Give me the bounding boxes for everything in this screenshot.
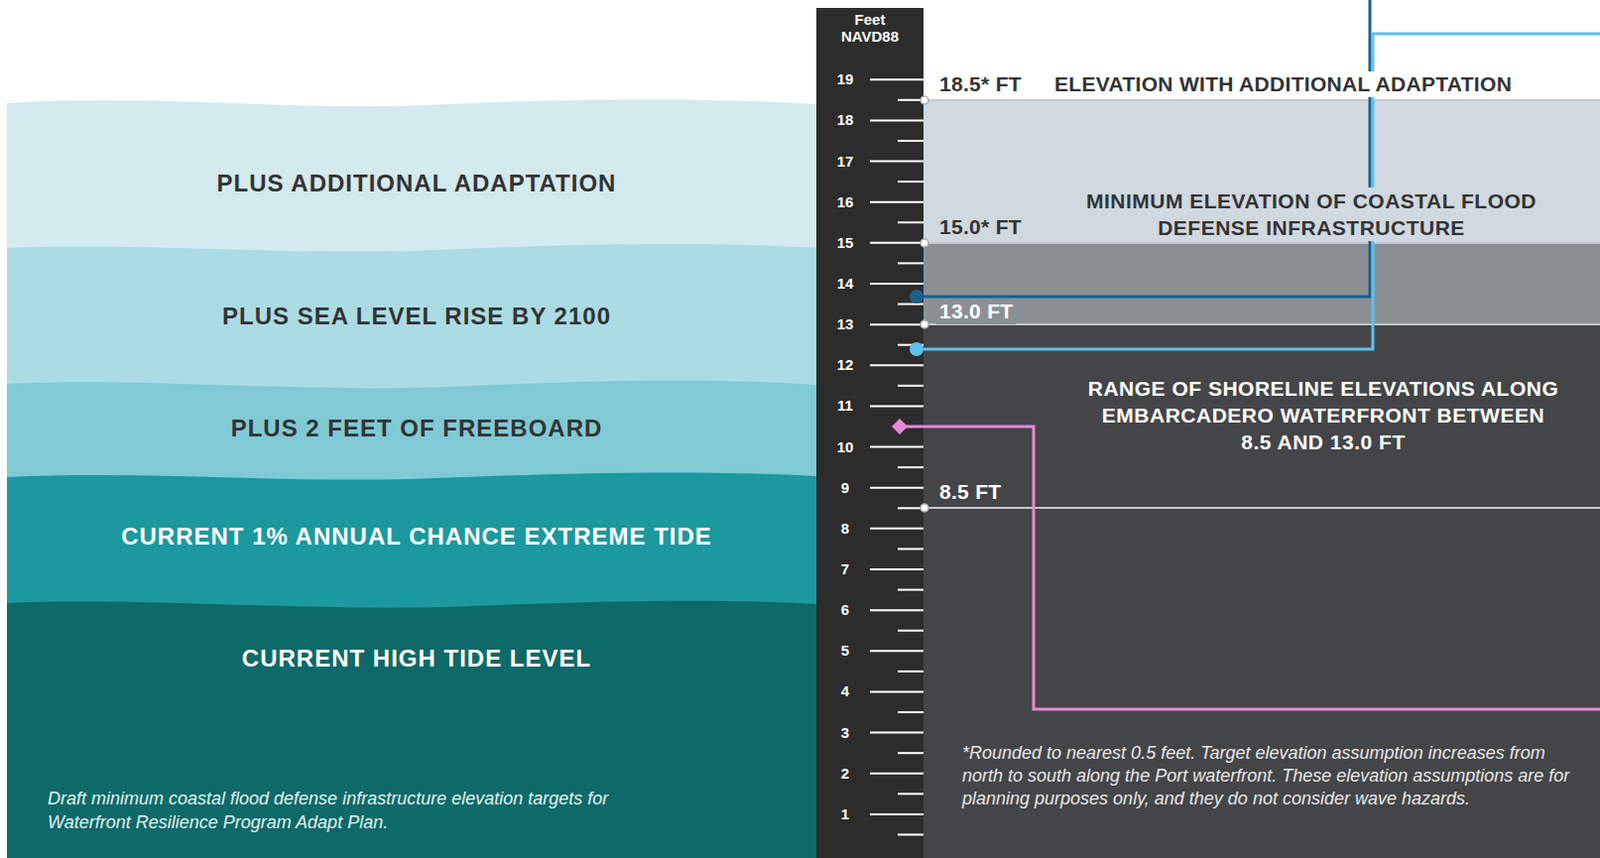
ruler-tick — [897, 221, 924, 224]
elevation-zone: RANGE OF SHORELINE ELEVATIONS ALONG EMBA… — [1085, 374, 1562, 456]
ruler-tick — [869, 649, 924, 652]
ruler-tick — [869, 201, 924, 204]
ruler-tick — [869, 732, 924, 735]
ruler-tick — [897, 384, 924, 387]
wave-band — [6, 244, 817, 858]
freeboard-zone — [923, 243, 1600, 325]
elevation-value: 15.0* FT — [936, 214, 1025, 241]
ruler-tick — [869, 487, 924, 490]
ruler-tick — [869, 527, 924, 530]
ruler-tick — [869, 446, 924, 449]
band-label: PLUS SEA LEVEL RISE BY 2100 — [24, 301, 809, 332]
ruler-tick — [869, 160, 924, 163]
ruler-tick — [897, 180, 924, 183]
callout-diamond — [891, 418, 908, 435]
ruler-tick — [897, 670, 924, 673]
elevation-zone: MINIMUM ELEVATION OF COASTAL FLOOD DEFEN… — [1028, 187, 1595, 242]
ruler-tick — [897, 139, 924, 142]
axis-number: 1 — [841, 805, 850, 824]
axis-number: 14 — [837, 274, 855, 293]
elevation-value: 8.5 FT — [936, 479, 1004, 505]
ruler-tick — [869, 242, 924, 245]
callout-dot — [909, 342, 924, 357]
ruler-tick — [897, 303, 924, 306]
water-band: CURRENT HIGH TIDE LEVEL — [24, 643, 809, 674]
axis-number: 9 — [841, 479, 850, 497]
wave-band — [6, 380, 817, 858]
ruler-tick — [897, 751, 924, 754]
axis-number: 13 — [837, 315, 855, 334]
water-band: PLUS SEA LEVEL RISE BY 2100 — [24, 301, 809, 332]
ruler-tick — [869, 282, 924, 285]
wave-band — [6, 472, 817, 858]
band-label: CURRENT HIGH TIDE LEVEL — [24, 643, 809, 674]
ruler-tick — [869, 690, 924, 693]
wave-band — [6, 99, 817, 858]
ruler-tick — [869, 404, 924, 407]
axis-number: 12 — [837, 356, 855, 374]
wave-band — [6, 601, 817, 858]
callout-line — [916, 33, 1600, 350]
axis-number: 2 — [841, 764, 850, 783]
callout-line — [899, 426, 1600, 710]
band-label: RANGE OF SHORELINE ELEVATIONS ALONG EMBA… — [1085, 374, 1562, 456]
elevation-value: 13.0 FT — [936, 298, 1016, 325]
ruler-tick — [869, 78, 924, 81]
ruler-ticks — [869, 79, 924, 835]
callout-dot — [909, 289, 924, 304]
elevation-value: 18.5* FT — [936, 71, 1025, 98]
axis-number: 10 — [837, 438, 855, 457]
ruler-tick — [897, 466, 924, 469]
level-lines — [924, 100, 1600, 508]
ruler-tick — [897, 589, 924, 592]
axis-number: 6 — [841, 601, 850, 619]
axis-number: 16 — [837, 193, 855, 212]
ruler-tick — [897, 629, 924, 632]
band-label: MINIMUM ELEVATION OF COASTAL FLOOD DEFEN… — [1028, 187, 1595, 242]
axis-number: 19 — [837, 70, 855, 89]
callout-line — [916, 0, 1370, 297]
axis-number: 4 — [841, 682, 850, 701]
ruler-tick — [897, 792, 924, 795]
elevation-title: ELEVATION WITH ADDITIONAL ADAPTATION — [1051, 71, 1515, 98]
band-label: PLUS ADDITIONAL ADAPTATION — [24, 168, 809, 199]
footnote: *Rounded to nearest 0.5 feet. Target ele… — [962, 741, 1573, 811]
axis-number: 5 — [841, 641, 850, 660]
water-band: PLUS 2 FEET OF FREEBOARD — [24, 413, 809, 444]
level-dots — [920, 96, 929, 512]
axis-number: 7 — [841, 560, 850, 579]
ruler-tick — [897, 506, 924, 509]
ruler-tick — [869, 119, 924, 122]
axis-number: 3 — [841, 724, 850, 742]
axis-number: 15 — [837, 234, 855, 252]
band-label: PLUS 2 FEET OF FREEBOARD — [24, 413, 809, 444]
axis-number: 18 — [837, 111, 855, 129]
ruler-tick — [869, 813, 924, 816]
axis-unit: Feet NAVD88 — [833, 10, 907, 45]
ruler-tick — [897, 711, 924, 714]
ruler-tick — [897, 547, 924, 550]
ruler-tick — [869, 568, 924, 571]
shoreline-zone — [923, 324, 1600, 858]
ruler-tick — [897, 261, 924, 264]
ruler-tick — [869, 772, 924, 775]
ruler-tick — [869, 609, 924, 612]
water-band: PLUS ADDITIONAL ADAPTATION — [24, 168, 809, 199]
axis-number: 8 — [841, 519, 850, 538]
axis-number: 11 — [837, 396, 854, 415]
adaptation-zone — [923, 100, 1600, 244]
ruler-tick — [869, 364, 924, 367]
ruler-tick — [897, 833, 924, 836]
axis-number: 17 — [837, 152, 855, 171]
ruler-tick — [869, 323, 924, 326]
water-band: CURRENT 1% ANNUAL CHANCE EXTREME TIDE — [24, 521, 809, 552]
ruler-tick — [897, 99, 924, 102]
caption: Draft minimum coastal flood defense infr… — [47, 786, 683, 835]
band-label: CURRENT 1% ANNUAL CHANCE EXTREME TIDE — [24, 521, 809, 552]
ruler-strip — [816, 7, 924, 858]
